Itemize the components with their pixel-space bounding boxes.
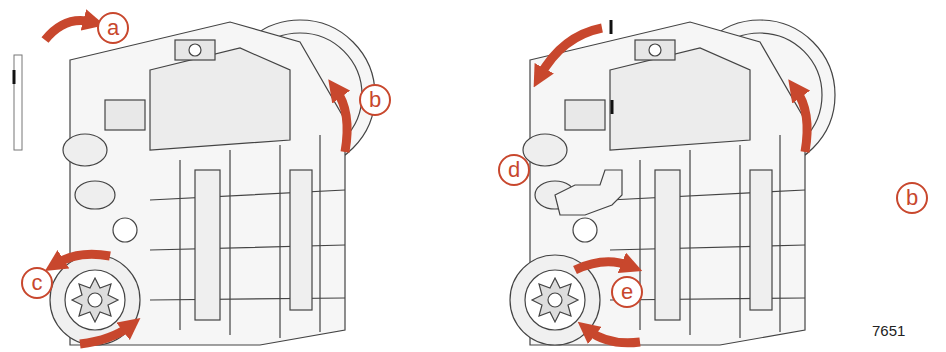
engine-right [510, 20, 835, 345]
callout-circle: a [97, 12, 129, 44]
rotation-arrow [80, 326, 130, 344]
rotation-arrow [336, 90, 347, 152]
callout-letter: d [508, 159, 520, 181]
rotation-arrow [575, 262, 630, 270]
callout-circle: c [21, 267, 53, 299]
callout-letter: e [621, 281, 633, 303]
callout-letter: c [32, 272, 43, 294]
detached-part [555, 170, 622, 215]
callout-circle: b [359, 84, 391, 116]
callout-circle: e [611, 276, 643, 308]
callout-letter: b [369, 89, 381, 111]
callout-circle: d [498, 154, 530, 186]
rotation-arrow [796, 90, 807, 152]
tick-mark [611, 100, 614, 114]
dipstick [14, 55, 22, 150]
callout-letter: b [906, 187, 918, 209]
callout-letter: a [107, 17, 119, 39]
rotation-arrow [588, 330, 640, 343]
rotation-arrow [45, 20, 92, 40]
engine-left [50, 20, 375, 345]
rotation-arrow [540, 28, 602, 76]
callout-circle: b [896, 182, 928, 214]
rotation-arrow [56, 254, 110, 264]
figure-number: 7651 [872, 322, 905, 339]
tick-mark [610, 20, 613, 34]
tick-mark [13, 70, 16, 84]
